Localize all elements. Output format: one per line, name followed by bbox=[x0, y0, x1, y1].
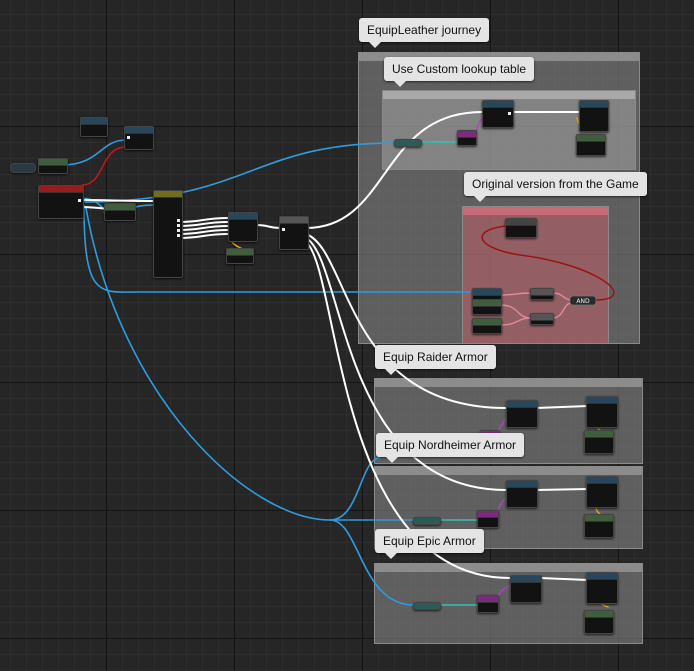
bool-wire bbox=[481, 225, 615, 301]
function-node[interactable] bbox=[510, 575, 542, 603]
variable-node[interactable] bbox=[413, 602, 441, 610]
branch-node[interactable] bbox=[505, 218, 537, 238]
comment-header bbox=[463, 207, 608, 215]
exec-wire bbox=[81, 199, 155, 202]
exec-wire bbox=[305, 241, 511, 579]
function-node[interactable] bbox=[482, 100, 514, 128]
comment-header bbox=[383, 91, 635, 99]
function-node[interactable] bbox=[506, 400, 538, 428]
exec-pin[interactable] bbox=[282, 228, 285, 231]
comment-bubble-equip-nordheimer[interactable]: Equip Nordheimer Armor bbox=[376, 433, 525, 463]
get-node[interactable] bbox=[104, 203, 136, 221]
comment-bubble-equip-leather[interactable]: EquipLeather journey bbox=[359, 18, 490, 48]
exec-pin[interactable] bbox=[177, 219, 180, 222]
struct-wire bbox=[499, 317, 533, 326]
exec-wire bbox=[179, 217, 229, 223]
struct-wire bbox=[551, 302, 573, 319]
exec-wire bbox=[305, 233, 507, 409]
get-node[interactable] bbox=[472, 299, 502, 315]
comment-bubble-equip-raider[interactable]: Equip Raider Armor bbox=[375, 345, 496, 375]
comment-header bbox=[375, 564, 642, 572]
get-node[interactable] bbox=[477, 595, 499, 613]
function-node[interactable] bbox=[506, 480, 538, 508]
variable-node[interactable] bbox=[10, 163, 36, 173]
function-node[interactable] bbox=[586, 396, 618, 428]
get-node[interactable] bbox=[584, 514, 614, 538]
exec-pin[interactable] bbox=[508, 112, 511, 115]
function-node[interactable] bbox=[586, 572, 618, 604]
get-node[interactable] bbox=[576, 134, 606, 156]
get-node[interactable] bbox=[457, 130, 477, 146]
event-node[interactable] bbox=[38, 185, 84, 219]
comment-bubble-original-version[interactable]: Original version from the Game bbox=[464, 172, 647, 202]
exec-wire bbox=[539, 577, 589, 581]
object-wire bbox=[85, 207, 331, 521]
exec-pin[interactable] bbox=[177, 229, 180, 232]
comment-header bbox=[375, 379, 642, 387]
equal-node[interactable] bbox=[530, 288, 554, 300]
get-node[interactable] bbox=[80, 117, 108, 137]
object-wire bbox=[329, 457, 381, 521]
function-node[interactable] bbox=[228, 212, 258, 242]
get-node[interactable] bbox=[226, 248, 254, 264]
exec-pin[interactable] bbox=[78, 199, 81, 202]
function-node[interactable] bbox=[586, 476, 618, 508]
get-node[interactable] bbox=[477, 510, 499, 528]
exec-wire bbox=[305, 111, 483, 229]
variable-node[interactable] bbox=[394, 139, 422, 147]
get-node[interactable] bbox=[584, 430, 614, 454]
exec-wire bbox=[535, 488, 589, 491]
object-wire bbox=[79, 142, 396, 203]
exec-wire bbox=[179, 233, 229, 239]
get-node[interactable] bbox=[472, 318, 502, 334]
exec-wire bbox=[535, 405, 589, 409]
and-node: AND bbox=[569, 295, 597, 306]
struct-wire bbox=[499, 304, 533, 319]
object-wire bbox=[83, 204, 471, 293]
struct-wire bbox=[551, 292, 573, 301]
function-node[interactable] bbox=[124, 126, 154, 150]
exec-wire bbox=[254, 224, 281, 229]
exec-pin[interactable] bbox=[177, 224, 180, 227]
equal-node[interactable] bbox=[530, 313, 554, 325]
exec-wire bbox=[179, 221, 229, 227]
exec-pin[interactable] bbox=[177, 234, 180, 237]
comment-bubble-custom-lookup[interactable]: Use Custom lookup table bbox=[384, 57, 535, 87]
exec-wire bbox=[179, 225, 229, 231]
and-node-label: AND bbox=[576, 298, 590, 305]
object-wire bbox=[329, 519, 415, 606]
comment-bubble-equip-epic[interactable]: Equip Epic Armor bbox=[375, 529, 484, 559]
exec-pin[interactable] bbox=[127, 136, 130, 139]
get-node[interactable] bbox=[38, 158, 68, 174]
exec-wire bbox=[305, 237, 507, 491]
switch-node[interactable] bbox=[153, 190, 183, 278]
variable-node[interactable] bbox=[413, 517, 441, 525]
function-node[interactable] bbox=[579, 100, 609, 132]
exec-wire bbox=[179, 229, 229, 235]
bool-wire bbox=[81, 146, 127, 186]
sequence-node[interactable] bbox=[279, 216, 309, 250]
get-node[interactable] bbox=[584, 610, 614, 634]
struct-wire bbox=[499, 292, 531, 296]
comment-header bbox=[375, 467, 642, 475]
object-wire bbox=[61, 139, 127, 166]
